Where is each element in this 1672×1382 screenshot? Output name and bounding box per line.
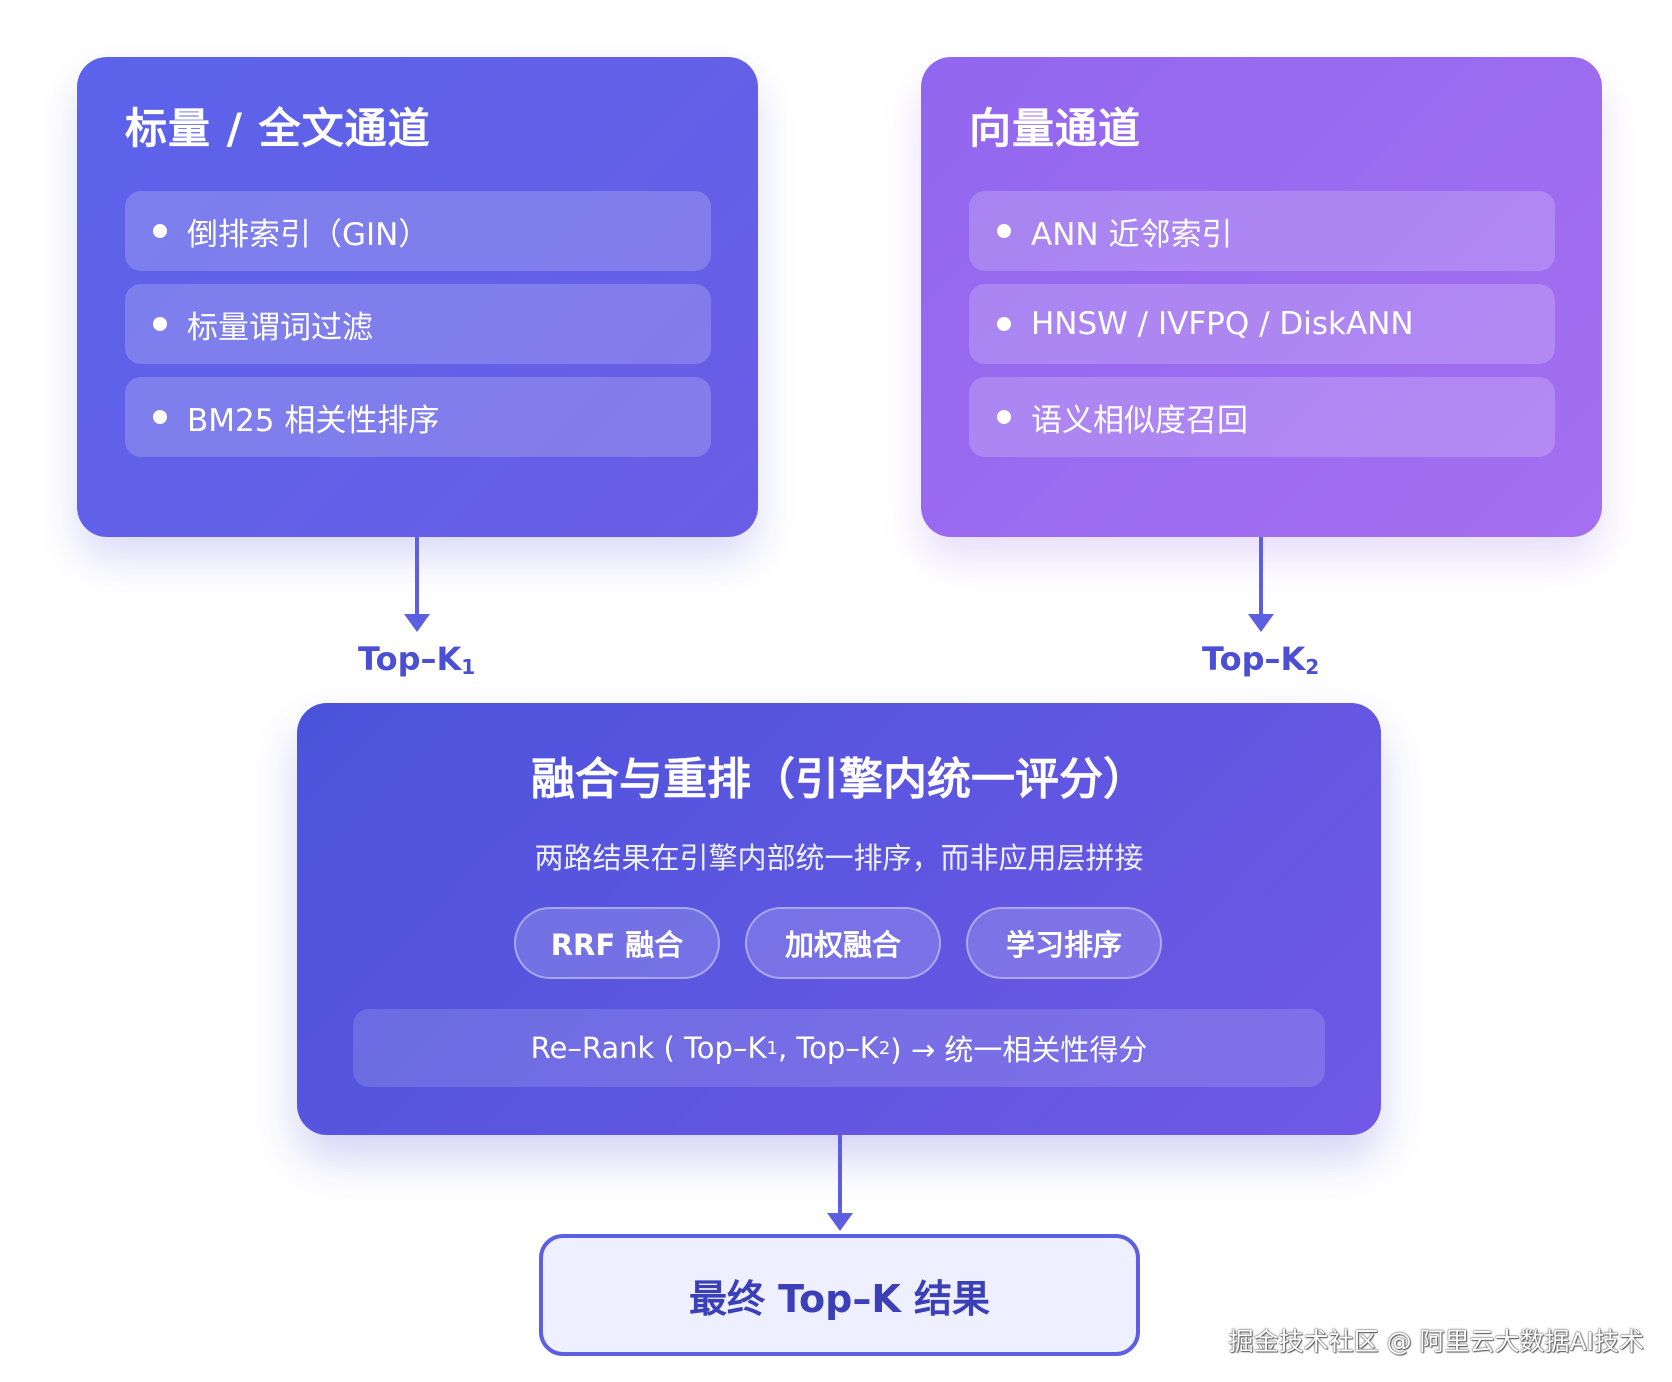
bullet-icon (997, 410, 1011, 424)
channel-item-label: 语义相似度召回 (1031, 402, 1248, 439)
channel-item: BM25 相关性排序 (125, 377, 711, 457)
vector-channel-card: 向量通道 ANN 近邻索引 HNSW / IVFPQ / DiskANN 语义相… (921, 57, 1602, 537)
bullet-icon (153, 224, 167, 238)
vector-channel-title: 向量通道 (969, 104, 1142, 153)
channel-item: HNSW / IVFPQ / DiskANN (969, 284, 1555, 364)
channel-item: ANN 近邻索引 (969, 191, 1555, 271)
channel-item: 标量谓词过滤 (125, 284, 711, 364)
bullet-icon (153, 410, 167, 424)
fusion-title: 融合与重排（引擎内统一评分） (531, 754, 1147, 805)
method-chip-ltr: 学习排序 (966, 907, 1162, 979)
channel-item: 倒排索引（GIN） (125, 191, 711, 271)
right-arrow-head-icon (1248, 614, 1274, 632)
channel-item-label: HNSW / IVFPQ / DiskANN (1031, 306, 1414, 342)
formula-sub-2: 2 (878, 1037, 891, 1059)
method-chip-weighted: 加权融合 (745, 907, 941, 979)
formula-sub-1: 1 (766, 1037, 778, 1059)
fusion-subtitle: 两路结果在引擎内部统一排序，而非应用层拼接 (534, 841, 1144, 875)
watermark: 掘金技术社区 @ 阿里云大数据AI技术 (1228, 1327, 1644, 1356)
method-chip-rrf: RRF 融合 (514, 907, 720, 979)
channel-item: 语义相似度召回 (969, 377, 1555, 457)
left-topk-text: Top–K (358, 640, 462, 678)
bullet-icon (153, 317, 167, 331)
final-result-box: 最终 Top–K 结果 (539, 1234, 1140, 1356)
bullet-icon (997, 317, 1011, 331)
channel-item-label: ANN 近邻索引 (1031, 216, 1233, 253)
left-arrow-line (415, 537, 419, 617)
formula-suffix: ) → 统一相关性得分 (890, 1033, 1148, 1067)
channel-item-label: BM25 相关性排序 (187, 402, 440, 439)
fusion-rerank-card: 融合与重排（引擎内统一评分） 两路结果在引擎内部统一排序，而非应用层拼接 RRF… (297, 703, 1381, 1135)
right-topk-label: Top–K2 (1202, 640, 1319, 679)
right-arrow-line (1259, 537, 1263, 617)
formula-mid: , Top–K (777, 1031, 879, 1065)
right-topk-subscript: 2 (1305, 655, 1320, 679)
formula-prefix: Re–Rank ( Top–K (530, 1031, 767, 1065)
left-topk-subscript: 1 (461, 655, 476, 679)
left-topk-label: Top–K1 (358, 640, 475, 679)
channel-item-label: 倒排索引（GIN） (187, 216, 430, 253)
bottom-arrow-head-icon (827, 1213, 853, 1231)
left-arrow-head-icon (404, 614, 430, 632)
bottom-arrow-line (838, 1135, 842, 1215)
scalar-fulltext-channel-title: 标量 / 全文通道 (125, 104, 431, 153)
scalar-fulltext-channel-card: 标量 / 全文通道 倒排索引（GIN） 标量谓词过滤 BM25 相关性排序 (77, 57, 758, 537)
channel-item-label: 标量谓词过滤 (187, 309, 373, 346)
right-topk-text: Top–K (1202, 640, 1306, 678)
bullet-icon (997, 224, 1011, 238)
